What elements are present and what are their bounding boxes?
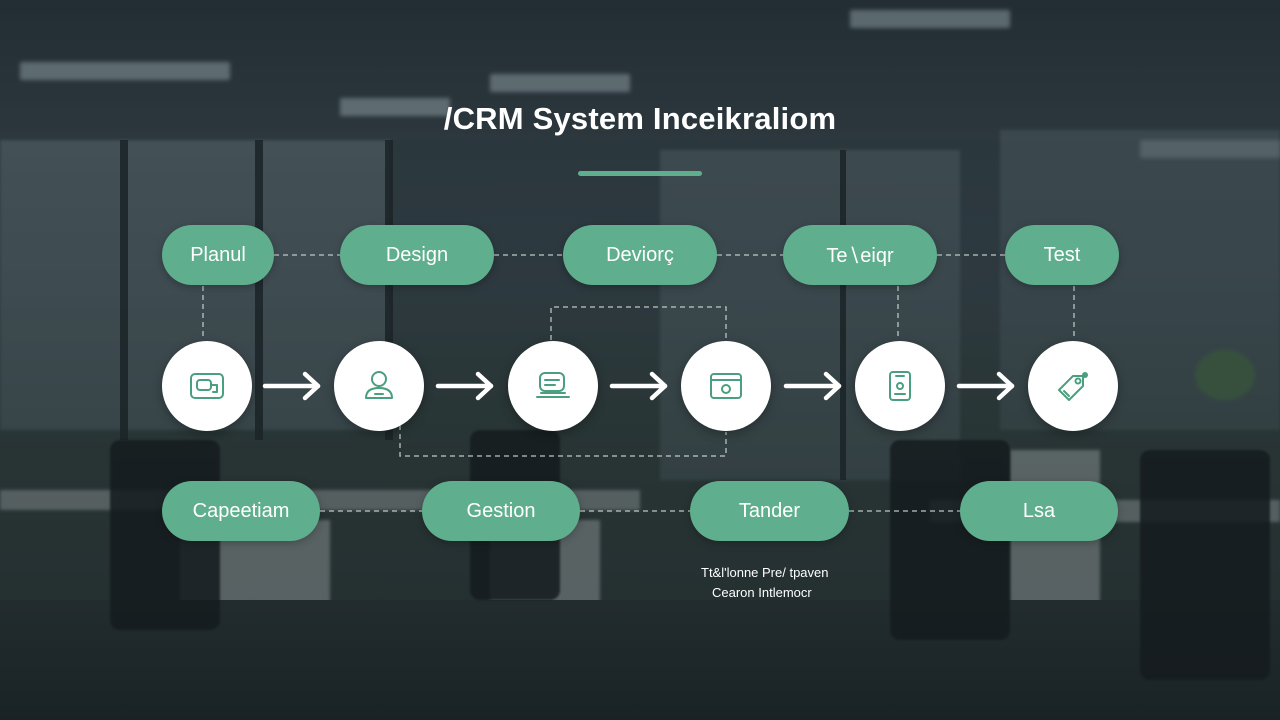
step-node-monitor <box>681 341 771 431</box>
arrow-right-icon <box>262 371 321 401</box>
vertical-connectors <box>202 286 1075 457</box>
caption-line-2: Cearon Intlemocr <box>712 585 812 600</box>
arrow-right-icon <box>435 371 494 401</box>
caption-line-1: Tt&l'lonne Pre/ tpaven <box>701 565 829 580</box>
arrow-right-icon <box>956 371 1015 401</box>
stage-pill-lsa: Lsa <box>960 481 1118 541</box>
step-node-mobile <box>855 341 945 431</box>
bracket-connector <box>550 306 727 340</box>
flow-arrows <box>262 371 1015 401</box>
bracket-connector <box>399 425 727 457</box>
window-frame <box>840 150 846 480</box>
arrow-right-icon <box>783 371 842 401</box>
step-node-database <box>508 341 598 431</box>
ceiling-light <box>850 10 1010 28</box>
diagram-caption: Tt&l'lonne Pre/ tpaven Cearon Intlemocr <box>600 563 940 603</box>
database-icon <box>536 372 570 398</box>
ceiling-light <box>490 74 630 92</box>
stage-pill-tander: Tander <box>690 481 849 541</box>
office-chair <box>1140 450 1270 680</box>
title-underline <box>578 171 702 176</box>
step-node-tag <box>1028 341 1118 431</box>
arrow-right-icon <box>609 371 668 401</box>
stage-pill-design: Design <box>340 225 494 285</box>
window-frame <box>385 140 393 440</box>
stage-pill-teeiqr: Te∖eiqr <box>783 225 937 285</box>
step-node-user <box>334 341 424 431</box>
stage-pill-gestion: Gestion <box>422 481 580 541</box>
ceiling-light <box>340 98 450 116</box>
user-icon <box>365 371 393 399</box>
step-node-card <box>162 341 252 431</box>
window-frame <box>120 140 128 440</box>
stage-pill-capeetiam: Capeetiam <box>162 481 320 541</box>
diagram-title: /CRM System Inceikraliom <box>443 101 837 136</box>
mobile-icon <box>889 371 911 401</box>
stage-pill-test: Test <box>1005 225 1119 285</box>
monitor-icon <box>710 373 742 399</box>
stage-pill-deviorc: Deviorç <box>563 225 717 285</box>
card-icon <box>190 373 224 399</box>
window-frame <box>255 140 263 440</box>
ceiling-light <box>20 62 230 80</box>
stage-pill-planul: Planul <box>162 225 274 285</box>
plant <box>1195 350 1255 400</box>
tag-icon <box>1058 372 1088 401</box>
